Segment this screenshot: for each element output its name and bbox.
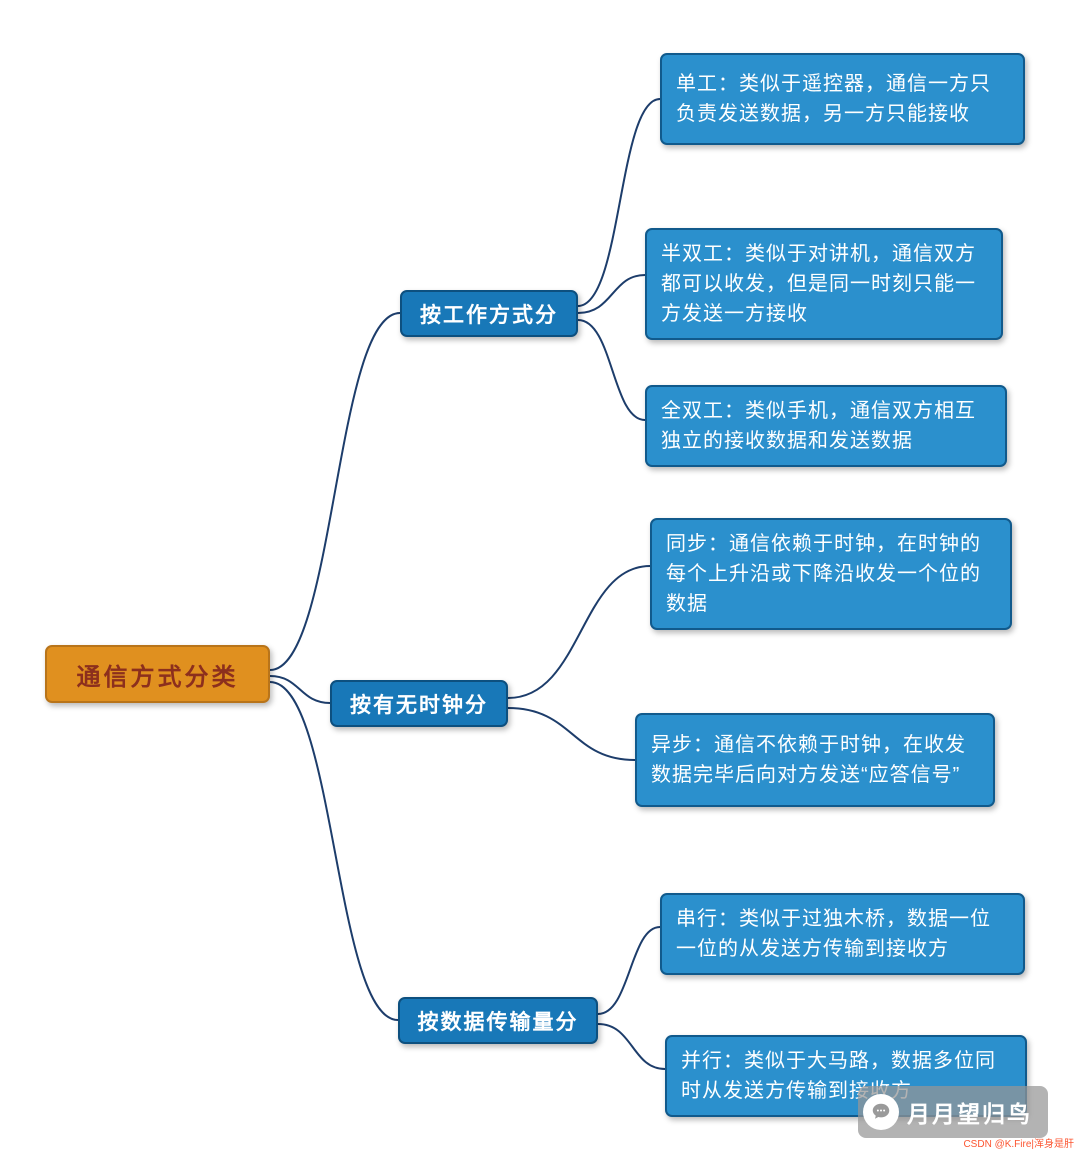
branch-node-by-clock: 按有无时钟分 xyxy=(330,680,508,727)
leaf-node-text: 同步：通信依赖于时钟，在时钟的每个上升沿或下降沿收发一个位的数据 xyxy=(666,533,981,615)
leaf-node-text: 全双工：类似手机，通信双方相互独立的接收数据和发送数据 xyxy=(661,400,976,452)
edge-root-branch3 xyxy=(269,681,399,1021)
wechat-account-icon xyxy=(863,1094,899,1130)
edge-branch2-leaf1 xyxy=(507,565,651,699)
edge-branch1-leaf2 xyxy=(577,274,646,314)
branch-node-label: 按数据传输量分 xyxy=(417,1010,579,1034)
watermark-account-name: 月月望归鸟 xyxy=(907,1101,1032,1127)
edge-branch1-leaf3 xyxy=(577,319,646,421)
leaf-node-text: 串行：类似于过独木桥，数据一位一位的从发送方传输到接收方 xyxy=(676,908,991,960)
csdn-credit-text: CSDN @K.Fire|浑身是肝 xyxy=(963,1139,1074,1150)
edge-root-branch2 xyxy=(269,675,331,704)
leaf-node-half-duplex: 半双工：类似于对讲机，通信双方都可以收发，但是同一时刻只能一方发送一方接收 xyxy=(645,228,1003,340)
leaf-node-text: 并行：类似于大马路，数据多位同时从发送方传输到接收方 xyxy=(681,1050,996,1102)
chat-bubble-icon xyxy=(872,1103,890,1119)
branch-node-label: 按工作方式分 xyxy=(420,303,558,327)
wechat-watermark: 月月望归鸟 xyxy=(858,1086,1048,1138)
leaf-node-simplex: 单工：类似于遥控器，通信一方只负责发送数据，另一方只能接收 xyxy=(660,53,1025,145)
leaf-node-text: 异步：通信不依赖于时钟，在收发数据完毕后向对方发送“应答信号” xyxy=(651,734,966,786)
branch-node-by-data-volume: 按数据传输量分 xyxy=(398,997,598,1044)
edge-branch2-leaf2 xyxy=(507,707,636,761)
leaf-node-text: 半双工：类似于对讲机，通信双方都可以收发，但是同一时刻只能一方发送一方接收 xyxy=(661,243,976,325)
branch-node-label: 按有无时钟分 xyxy=(350,693,488,717)
branch-node-by-work-mode: 按工作方式分 xyxy=(400,290,578,337)
leaf-node-synchronous: 同步：通信依赖于时钟，在时钟的每个上升沿或下降沿收发一个位的数据 xyxy=(650,518,1012,630)
edge-branch3-leaf2 xyxy=(597,1023,666,1070)
leaf-node-full-duplex: 全双工：类似手机，通信双方相互独立的接收数据和发送数据 xyxy=(645,385,1007,467)
root-node-label: 通信方式分类 xyxy=(76,663,239,691)
edge-branch3-leaf1 xyxy=(597,926,661,1015)
root-node-communication-classification: 通信方式分类 xyxy=(45,645,270,703)
leaf-node-asynchronous: 异步：通信不依赖于时钟，在收发数据完毕后向对方发送“应答信号” xyxy=(635,713,995,807)
edge-root-branch1 xyxy=(269,312,401,671)
leaf-node-serial: 串行：类似于过独木桥，数据一位一位的从发送方传输到接收方 xyxy=(660,893,1025,975)
leaf-node-text: 单工：类似于遥控器，通信一方只负责发送数据，另一方只能接收 xyxy=(676,73,991,125)
